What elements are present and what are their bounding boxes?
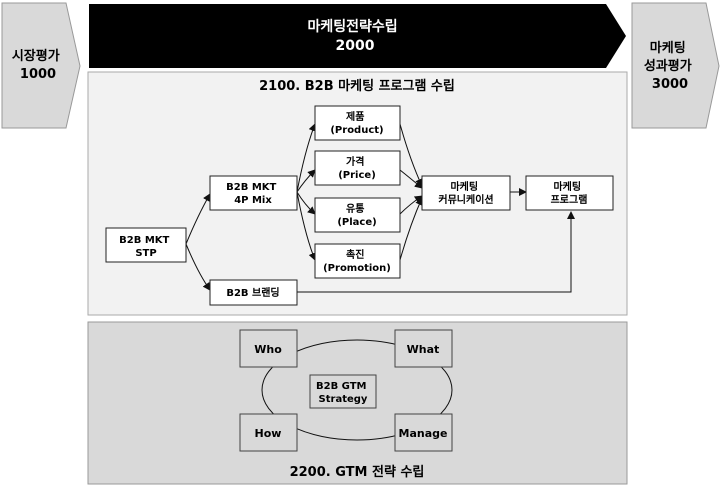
svg-text:B2B GTM Strategy: B2B GTM Strategy bbox=[316, 381, 370, 405]
place-label-1: 유통 bbox=[346, 203, 364, 215]
gtm-manage-box: Manage bbox=[394, 413, 453, 452]
place-box: 유통 (Place) bbox=[314, 197, 401, 233]
stp-label-1: B2B MKT bbox=[119, 235, 169, 246]
svg-text:촉진 (Promotion): 촉진 (Promotion) bbox=[323, 248, 391, 274]
gtm-who-box: Who bbox=[239, 329, 298, 368]
svg-text:유통 (Place): 유통 (Place) bbox=[337, 203, 376, 228]
performance-evaluation-label-1: 마케팅 bbox=[650, 40, 686, 56]
product-label-2: (Product) bbox=[330, 125, 383, 136]
communication-label-1: 마케팅 bbox=[450, 180, 478, 193]
program-connectors bbox=[185, 123, 575, 293]
performance-evaluation-arrow bbox=[631, 2, 720, 129]
promotion-label-2: (Promotion) bbox=[323, 263, 391, 274]
strategy-banner-code: 2000 bbox=[336, 38, 375, 54]
strategy-banner-arrow bbox=[89, 4, 626, 68]
promotion-label-1: 촉진 bbox=[346, 248, 364, 261]
gtm-how-box: How bbox=[239, 413, 298, 452]
product-box: 제품 (Product) bbox=[314, 105, 401, 141]
gtm-manage-label: Manage bbox=[399, 427, 448, 440]
price-label-2: (Price) bbox=[338, 170, 376, 181]
mix-box: B2B MKT 4P Mix bbox=[209, 175, 298, 211]
market-evaluation-code: 1000 bbox=[20, 67, 56, 82]
product-label-1: 제품 bbox=[346, 110, 364, 123]
market-evaluation-arrow bbox=[1, 2, 81, 129]
svg-text:마케팅 프로그램: 마케팅 프로그램 bbox=[551, 180, 588, 206]
branding-label: B2B 브랜딩 bbox=[226, 286, 279, 299]
branding-box: B2B 브랜딩 bbox=[209, 279, 298, 306]
market-evaluation-label: 시장평가 bbox=[12, 48, 60, 64]
strategy-banner-title: 마케팅전략수립 bbox=[307, 18, 397, 35]
price-label-1: 가격 bbox=[346, 155, 364, 168]
svg-text:제품 (Product): 제품 (Product) bbox=[330, 110, 383, 136]
gtm-center-label-2: Strategy bbox=[319, 394, 368, 405]
marketing-program-label-2: 프로그램 bbox=[551, 194, 588, 206]
communication-label-2: 커뮤니케이션 bbox=[438, 193, 493, 206]
marketing-program-label-1: 마케팅 bbox=[553, 180, 581, 193]
performance-evaluation-code: 3000 bbox=[652, 77, 688, 92]
gtm-what-box: What bbox=[394, 329, 453, 368]
svg-text:B2B MKT STP: B2B MKT STP bbox=[119, 235, 173, 259]
svg-text:가격 (Price): 가격 (Price) bbox=[338, 155, 376, 181]
price-box: 가격 (Price) bbox=[314, 150, 401, 186]
svg-text:시장평가 1000: 시장평가 1000 bbox=[12, 48, 64, 82]
gtm-who-label: Who bbox=[254, 343, 282, 356]
communication-box: 마케팅 커뮤니케이션 bbox=[421, 175, 511, 211]
stp-box: B2B MKT STP bbox=[105, 227, 187, 263]
mix-label-2: 4P Mix bbox=[234, 195, 272, 206]
gtm-what-label: What bbox=[407, 343, 440, 356]
program-panel-title: 2100. B2B 마케팅 프로그램 수립 bbox=[259, 78, 455, 94]
gtm-panel-title: 2200. GTM 전략 수립 bbox=[290, 464, 425, 480]
promotion-box: 촉진 (Promotion) bbox=[314, 243, 401, 279]
marketing-program-box: 마케팅 프로그램 bbox=[525, 175, 614, 211]
gtm-cycle-ellipse bbox=[261, 339, 453, 441]
gtm-center-label-1: B2B GTM bbox=[316, 381, 367, 392]
gtm-how-label: How bbox=[255, 427, 282, 440]
stp-label-2: STP bbox=[135, 248, 156, 259]
mix-label-1: B2B MKT bbox=[226, 182, 276, 193]
gtm-center-box: B2B GTM Strategy bbox=[309, 374, 377, 409]
svg-text:마케팅전략수립 2000: 마케팅전략수립 2000 bbox=[307, 18, 402, 54]
place-label-2: (Place) bbox=[337, 217, 376, 228]
svg-text:마케팅 커뮤니케이션: 마케팅 커뮤니케이션 bbox=[438, 180, 493, 206]
performance-evaluation-label-2: 성과평가 bbox=[644, 58, 692, 74]
svg-text:B2B MKT 4P Mix: B2B MKT 4P Mix bbox=[226, 182, 280, 206]
svg-text:마케팅 성과평가 3000: 마케팅 성과평가 3000 bbox=[644, 40, 696, 92]
